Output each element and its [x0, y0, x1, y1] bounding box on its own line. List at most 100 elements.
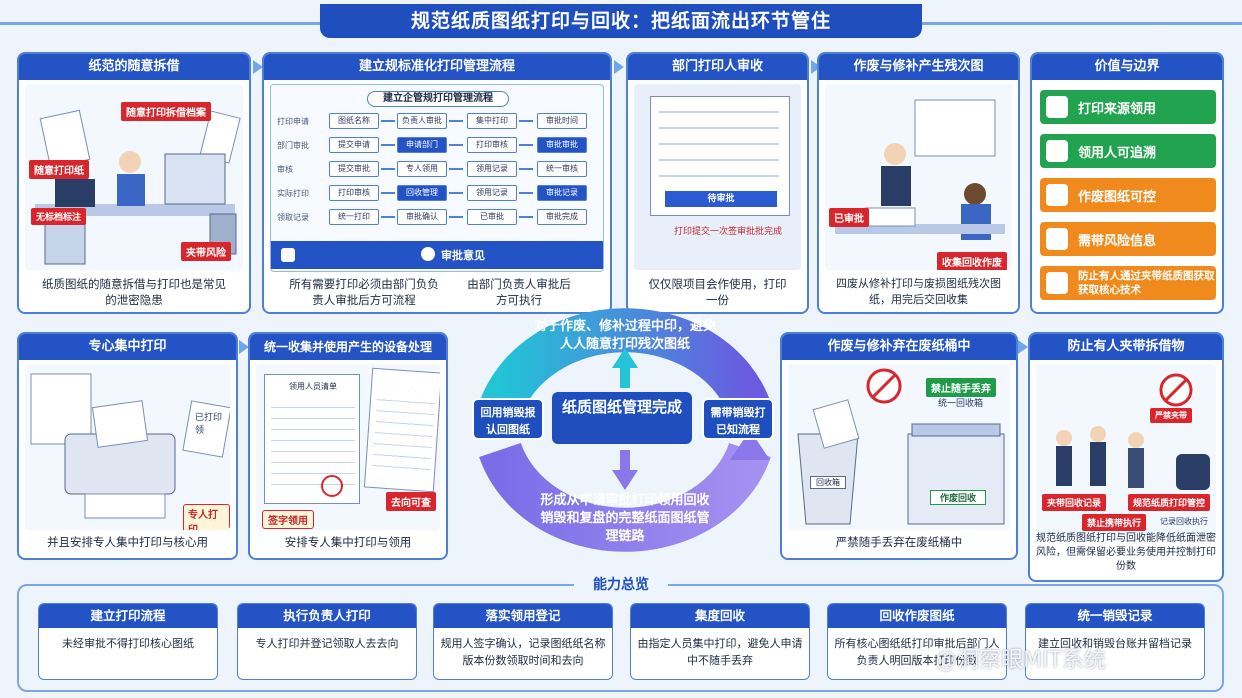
flow-step: 申请部门: [397, 137, 447, 153]
cycle-bottom-text: 形成从申请审批打印领用回收销毁和复盘的完整纸面图纸管理链路: [540, 493, 710, 544]
flow-step: 打印审核: [329, 185, 379, 201]
bins-scene-illustration: [797, 368, 1005, 525]
flow-connector: [449, 168, 463, 170]
flow-arrow-icon: [239, 340, 249, 354]
flow-step: 提交申请: [329, 137, 379, 153]
flow-step: 集中打印: [467, 113, 517, 129]
flow-connector: [449, 192, 463, 194]
flow-row-label: 部门审批: [277, 141, 309, 150]
flow-arrow-icon: [811, 60, 821, 74]
tag-no-discard: 禁止随手丢弃: [926, 378, 996, 397]
flow-step: 审批完成: [537, 209, 587, 225]
approval-label: 审批意见: [441, 249, 485, 262]
summary-card: 建立打印流程未经审批不得打印核心图纸: [38, 603, 218, 680]
value-item-label: 需带风险信息: [1078, 233, 1157, 249]
flow-connector: [381, 192, 395, 194]
usage-form: 领用人员清单: [264, 374, 360, 504]
printer-illustration: 已打印领 专人打印: [25, 364, 230, 530]
tag-no-carry: 禁止携带执行: [1082, 514, 1147, 531]
summary-card: 落实领用登记规用人签字确认，记录图纸纸名称版本份数领取时间和去向: [433, 603, 613, 680]
review-form: 待审批: [650, 96, 790, 216]
value-item-label: 打印来源领用: [1078, 101, 1157, 117]
panel-value-boundary: 价值与边界 打印来源领用领用人可追溯作废图纸可控需带风险信息防止有人通过夹带纸质…: [1030, 52, 1224, 314]
tag-approved: 已审批: [829, 208, 869, 227]
panel-caption: 纸质图纸的随意拆借与打印也是常见的泄密隐患: [42, 277, 226, 307]
panel-caption: 并且安排专人集中打印与核心用: [47, 535, 208, 549]
panel-caption-b: 由部门负责人审批后方可执行: [467, 277, 571, 307]
summary-card: 集度回收由指定人员集中打印，避免人申请中不随手丢弃: [630, 603, 810, 680]
panel-title: 防止有人夹带拆借物: [1030, 334, 1222, 360]
unified-box-label: 统一回收箱: [938, 399, 984, 409]
summary-card: 执行负责人打印专人打印并登记领取人去去向: [237, 603, 417, 680]
check-icon: [1046, 140, 1068, 162]
panel-caption: 安排专人集中打印与领用: [284, 535, 412, 549]
flow-step: 领用记录: [467, 185, 517, 201]
tag-dedicated-print: 专人打印: [183, 504, 230, 530]
forms-illustration: 领用人员清单 签字领用 去向可查: [256, 364, 440, 530]
page-title: 规范纸质图纸打印与回收：把纸面流出环节管住: [320, 4, 922, 38]
panel-title: 作废与修补弃在废纸桶中: [782, 334, 1016, 360]
record-form: [363, 367, 440, 493]
panel-title: 统一收集并使用产生的设备处理: [250, 334, 446, 360]
security-scene-illustration: [1056, 373, 1210, 490]
approval-check-icon: [421, 247, 435, 261]
panel-dept-review: 部门打印人审收 待审批 打印提交一次签审批批完成 仅仅限项目会作使用，打印一份: [626, 52, 809, 314]
check-icon: [1046, 228, 1068, 250]
watermark: @洞察眼MIT系统: [935, 648, 1106, 673]
value-item-label: 防止有人通过夹带纸质图获取获取核心技术: [1078, 270, 1215, 296]
summary-card-body: 由指定人员集中打印，避免人申请中不随手丢弃: [637, 637, 803, 667]
flow-connector: [519, 168, 533, 170]
flow-step: 统一打印: [329, 209, 379, 225]
tag-print-control: 规范纸质打印管控: [1128, 494, 1211, 511]
flow-row-label: 审核: [277, 165, 293, 174]
flow-connector: [519, 120, 533, 122]
summary-card-body: 未经审批不得打印核心图纸: [62, 637, 194, 650]
bin-label: 回收箱: [810, 476, 846, 489]
summary-card-title: 建立打印流程: [39, 604, 217, 628]
panel-prevent-smuggling: 防止有人夹带拆借物 严禁夹带 夹带回收记录 规范纸质打印管控 禁止携带执行 记录…: [1028, 332, 1224, 582]
panel-random-borrowing: 纸范的随意拆借 随意打印拆借档案 随意打印纸 无标档标注 夹带风险 纸质图纸的随…: [17, 52, 251, 314]
flow-arrow-icon: [253, 60, 263, 74]
flow-row-label: 领取记录: [277, 213, 309, 222]
panel-caption-a: 所有需要打印必须由部门负负责人审批后方可流程: [289, 277, 439, 307]
panel-unified-collection: 统一收集并使用产生的设备处理 领用人员清单 签字领用 去向可查 安排专人集中打印…: [248, 332, 448, 560]
flow-step: 负责人审批: [397, 113, 447, 129]
pending-button[interactable]: 待审批: [665, 191, 777, 207]
flow-arrow-icon: [614, 60, 624, 74]
summary-title: 能力总览: [574, 574, 668, 594]
summary-card-body: 规用人签字确认，记录图纸纸名称版本份数领取时间和去向: [440, 637, 606, 667]
panel-title: 作废与修补产生残次图: [819, 54, 1018, 80]
tag-sign-receive: 签字领用: [262, 510, 314, 529]
tag-smuggle-risk: 夹带风险: [181, 242, 231, 261]
bins-illustration: 禁止随手丢弃 统一回收箱 回收箱 作废回收: [788, 364, 1010, 530]
summary-card-body: 建立回收和销毁台账并留档记录: [1038, 637, 1192, 650]
printer-scene-illustration: [30, 373, 230, 519]
value-item: 需带风险信息: [1040, 222, 1216, 256]
cycle-top-text: 对于作废、修补过程中印，避免人人随意打印残次图纸: [533, 319, 716, 352]
meeting-scene-illustration: [835, 99, 1005, 240]
panel-caption: 仅仅限项目会作使用，打印一份: [648, 277, 787, 307]
flow-step: 审批时间: [537, 113, 587, 129]
flow-connector: [519, 192, 533, 194]
tag-no-smuggle: 严禁夹带: [1150, 408, 1192, 423]
printed-label: 已打印领: [195, 413, 223, 436]
usage-form-title: 领用人员清单: [289, 382, 337, 391]
panel-title: 建立规标准化打印管理流程: [264, 54, 610, 80]
meeting-illustration: 已审批 收集回收作废: [825, 84, 1012, 270]
panel-waste-bin: 作废与修补弃在废纸桶中 禁止随手丢弃 统一回收箱 回收箱 作废回收 严禁随手丢弃…: [780, 332, 1018, 560]
illustration-office: 随意打印拆借档案 随意打印纸 无标档标注 夹带风险: [25, 84, 243, 270]
summary-card-title: 落实领用登记: [434, 604, 612, 628]
flow-step: 审批审批: [537, 137, 587, 153]
flow-step: 审批确认: [397, 209, 447, 225]
check-icon: [1046, 184, 1068, 206]
panel-centralized-print: 专心集中打印 已打印领 专人打印 并且安排专人集中打印与核心用: [17, 332, 238, 560]
flow-connector: [449, 144, 463, 146]
summary-card-body: 专人打印并登记领取人去去向: [255, 637, 399, 650]
flow-connector: [381, 144, 395, 146]
value-item: 防止有人通过夹带纸质图获取获取核心技术: [1040, 266, 1216, 300]
flow-connector: [381, 120, 395, 122]
summary-card-body: 所有核心图纸纸打印审批后部门人负责人明回版本打印份数: [834, 637, 1000, 667]
panel-caption: 规范纸质图纸打印与回收能降低纸面泄密风险，但需保留必要业务使用并控制打印份数: [1036, 533, 1216, 572]
panel-caption: 四废从修补打印与废损图纸残次图纸，用完后交回收集: [836, 277, 1001, 306]
tag-no-marking: 无标档标注: [31, 208, 87, 225]
